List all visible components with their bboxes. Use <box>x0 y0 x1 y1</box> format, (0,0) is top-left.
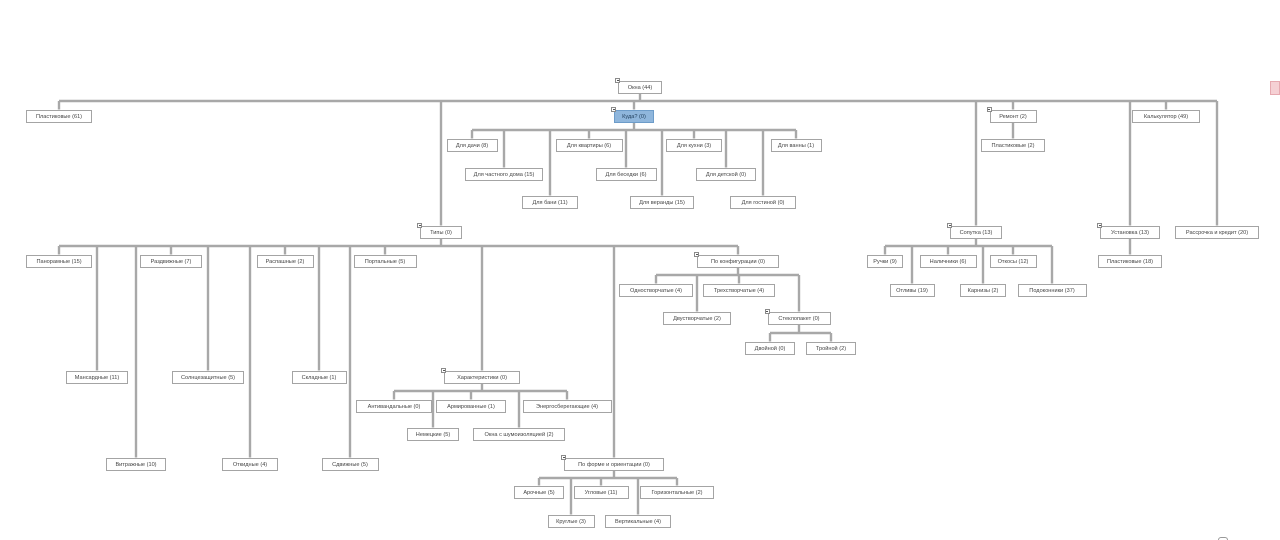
node-ручки[interactable]: Ручки (9) <box>867 254 903 268</box>
scroll-indicator-icon[interactable] <box>1218 537 1228 540</box>
node-карнизы[interactable]: Карнизы (2) <box>960 283 1006 297</box>
node-для-дачи[interactable]: Для дачи (8) <box>446 138 498 152</box>
node-мансардные[interactable]: Мансардные (11) <box>66 370 128 384</box>
node-куда-[interactable]: Куда? (0) <box>614 109 654 123</box>
node-панорамные[interactable]: Панорамные (15) <box>26 254 92 268</box>
node-для-кухни[interactable]: Для кухни (3) <box>666 138 722 152</box>
node-для-веранды[interactable]: Для веранды (15) <box>630 195 694 209</box>
node-отливы[interactable]: Отливы (19) <box>889 283 935 297</box>
node-немецкие[interactable]: Немецкие (5) <box>407 427 459 441</box>
node-подоконники[interactable]: Подоконники (37) <box>1017 283 1087 297</box>
node-ремонт[interactable]: Ремонт (2) <box>989 109 1037 123</box>
side-panel-tab[interactable] <box>1270 81 1280 95</box>
node-витражные[interactable]: Витражные (10) <box>106 457 166 471</box>
node-калькулятор[interactable]: Калькулятор (49) <box>1132 109 1200 123</box>
node-типы[interactable]: Типы (0) <box>420 225 462 239</box>
node-для-гостиной[interactable]: Для гостиной (0) <box>730 195 796 209</box>
node-для-частного-дома[interactable]: Для частного дома (15) <box>465 167 543 181</box>
node-армированные[interactable]: Армированные (1) <box>436 399 506 413</box>
node-арочные[interactable]: Арочные (5) <box>514 485 564 499</box>
node-угловые[interactable]: Угловые (11) <box>573 485 629 499</box>
node-установка[interactable]: Установка (13) <box>1100 225 1160 239</box>
node-откосы[interactable]: Откосы (12) <box>989 254 1037 268</box>
node-рассрочка-и-кредит[interactable]: Рассрочка и кредит (20) <box>1175 225 1259 239</box>
node-вертикальные[interactable]: Вертикальные (4) <box>605 514 671 528</box>
collapse-toggle-icon[interactable] <box>561 454 566 460</box>
node-одностворчатые[interactable]: Одностворчатые (4) <box>619 283 693 297</box>
node-для-бани[interactable]: Для бани (11) <box>522 195 578 209</box>
node-круглые[interactable]: Круглые (3) <box>547 514 595 528</box>
node-распашные[interactable]: Распашные (2) <box>256 254 314 268</box>
node-окна-с-шумоизоляцией[interactable]: Окна с шумоизоляцией (2) <box>473 427 565 441</box>
node-пластиковые[interactable]: Пластиковые (2) <box>981 138 1045 152</box>
node-трехстворчатые[interactable]: Трехстворчатые (4) <box>703 283 775 297</box>
collapse-toggle-icon[interactable] <box>986 106 992 112</box>
node-для-ванны[interactable]: Для ванны (1) <box>770 138 822 152</box>
node-для-детской[interactable]: Для детской (0) <box>696 167 756 181</box>
collapse-toggle-icon[interactable] <box>611 106 616 112</box>
node-по-конфигурации[interactable]: По конфигурации (0) <box>697 254 779 268</box>
node-сопутка[interactable]: Сопутка (13) <box>950 225 1002 239</box>
node-характеристики[interactable]: Характеристики (0) <box>444 370 520 384</box>
collapse-toggle-icon[interactable] <box>1097 222 1102 228</box>
node-двустворчатые[interactable]: Двустворчатые (2) <box>663 311 731 325</box>
node-по-форме-и-ориентации[interactable]: По форме и ориентации (0) <box>564 457 664 471</box>
node-энергосберегающие[interactable]: Энергосберегающие (4) <box>522 399 612 413</box>
node-солнцезащитные[interactable]: Солнцезащитные (5) <box>172 370 244 384</box>
node-складные[interactable]: Складные (1) <box>291 370 347 384</box>
node-горизонтальные[interactable]: Горизонтальные (2) <box>640 485 714 499</box>
node-двойной[interactable]: Двойной (0) <box>745 341 795 355</box>
node-раздвижные[interactable]: Раздвижные (7) <box>140 254 202 268</box>
node-наличники[interactable]: Наличники (6) <box>919 254 977 268</box>
collapse-toggle-icon[interactable] <box>615 77 620 83</box>
node-для-беседки[interactable]: Для беседки (6) <box>595 167 657 181</box>
node-окна[interactable]: Окна (44) <box>618 80 662 94</box>
node-для-квартиры[interactable]: Для квартиры (6) <box>555 138 623 152</box>
collapse-toggle-icon[interactable] <box>417 222 422 228</box>
node-стеклопакет[interactable]: Стеклопакет (0) <box>767 311 831 325</box>
collapse-toggle-icon[interactable] <box>694 251 699 257</box>
collapse-toggle-icon[interactable] <box>441 367 446 373</box>
node-сдвижные[interactable]: Сдвижные (5) <box>321 457 379 471</box>
collapse-toggle-icon[interactable] <box>764 308 770 314</box>
node-пластиковые[interactable]: Пластиковые (18) <box>1098 254 1162 268</box>
node-тройной[interactable]: Тройной (2) <box>806 341 856 355</box>
node-пластиковые[interactable]: Пластиковые (61) <box>26 109 92 123</box>
collapse-toggle-icon[interactable] <box>947 222 952 228</box>
node-портальные[interactable]: Портальные (5) <box>353 254 417 268</box>
node-антивандальные[interactable]: Антивандальные (0) <box>356 399 432 413</box>
node-откидные[interactable]: Откидные (4) <box>222 457 278 471</box>
